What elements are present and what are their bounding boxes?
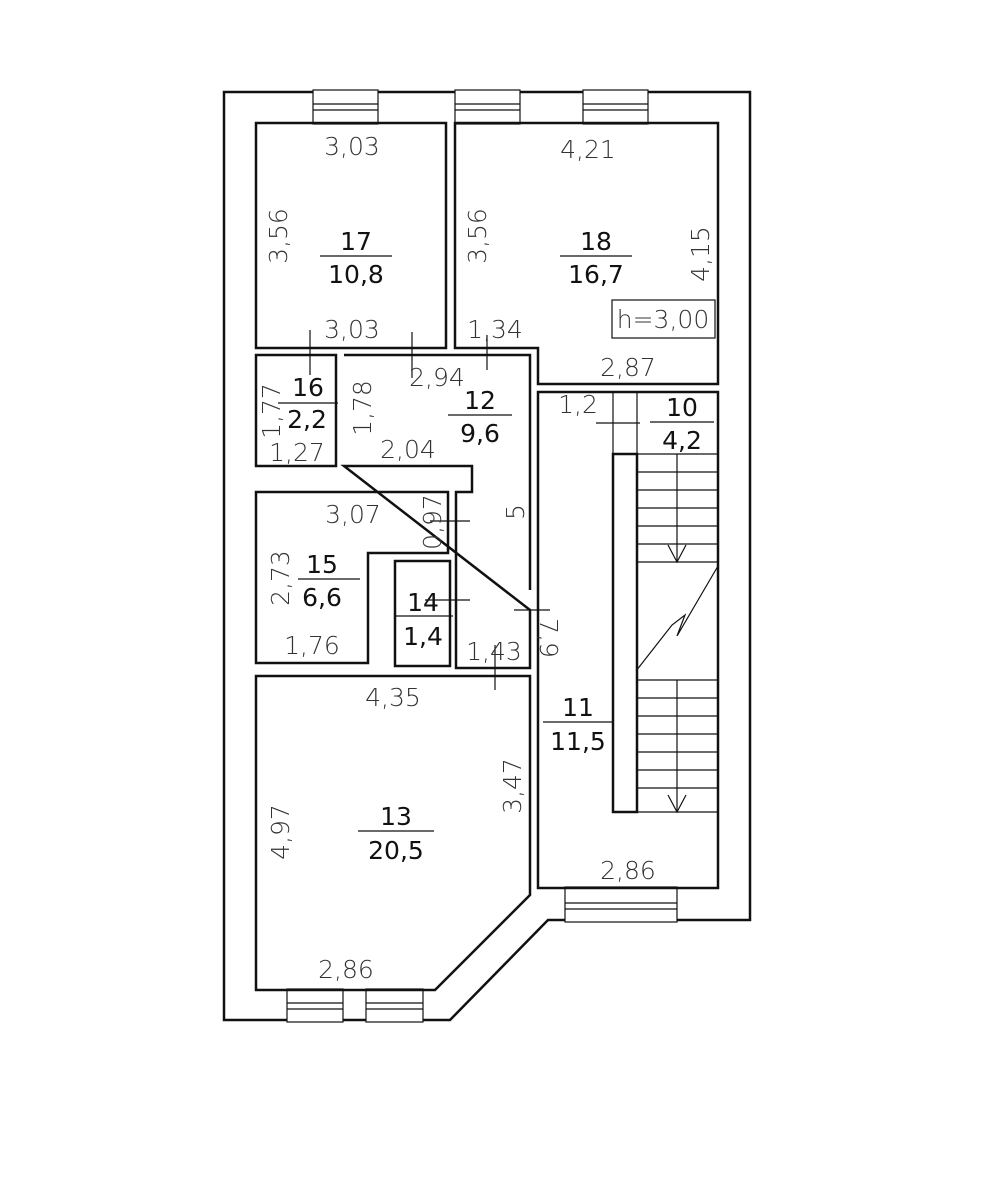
svg-text:0,97: 0,97 <box>418 494 447 550</box>
room-12-outline <box>340 353 532 670</box>
room-label-12: 129,6 <box>448 386 512 448</box>
svg-text:1,77: 1,77 <box>257 383 286 439</box>
door-marks <box>278 330 640 690</box>
svg-text:1,43: 1,43 <box>466 637 522 666</box>
dimension-labels: 3,03 3,56 3,03 4,21 3,56 4,15 1,34 2,87 … <box>257 132 715 984</box>
svg-text:3,56: 3,56 <box>264 208 293 264</box>
svg-text:7,9: 7,9 <box>534 618 563 658</box>
room-16-outline <box>254 353 338 468</box>
svg-text:18: 18 <box>580 227 612 256</box>
room-label-14: 141,4 <box>395 588 453 651</box>
svg-text:4,15: 4,15 <box>686 226 715 282</box>
room-label-18: 18 16,7 <box>560 227 632 289</box>
svg-text:2,94: 2,94 <box>409 363 465 392</box>
svg-text:17: 17 <box>340 227 372 256</box>
svg-text:1,2: 1,2 <box>558 390 598 419</box>
svg-text:16: 16 <box>292 373 324 402</box>
svg-text:3,03: 3,03 <box>324 132 380 161</box>
svg-text:14: 14 <box>407 588 439 617</box>
svg-text:2,04: 2,04 <box>380 435 436 464</box>
room-label-17: 17 10,8 <box>320 227 392 289</box>
svg-text:16,7: 16,7 <box>568 260 624 289</box>
svg-text:1,76: 1,76 <box>284 631 340 660</box>
svg-text:9,6: 9,6 <box>460 419 500 448</box>
ceiling-height: h=3,00 <box>617 305 709 334</box>
svg-text:13: 13 <box>380 802 412 831</box>
svg-text:3,03: 3,03 <box>324 315 380 344</box>
outer-wall <box>222 90 752 1022</box>
room-17-outline <box>254 121 448 350</box>
svg-text:2,86: 2,86 <box>600 856 656 885</box>
svg-text:6,6: 6,6 <box>302 583 342 612</box>
svg-text:4,97: 4,97 <box>266 804 295 860</box>
staircase <box>611 392 719 814</box>
svg-text:3,56: 3,56 <box>463 208 492 264</box>
room-label-16: 162,2 <box>287 373 327 434</box>
svg-text:4,2: 4,2 <box>662 426 702 455</box>
ceiling-height-box <box>611 299 716 339</box>
room-13-outline <box>254 674 532 992</box>
svg-text:1,27: 1,27 <box>269 438 325 467</box>
room-label-10: 104,2 <box>650 393 714 455</box>
room-15-outline <box>254 490 450 665</box>
svg-text:4,21: 4,21 <box>560 135 616 164</box>
svg-text:1,78: 1,78 <box>348 380 377 436</box>
room-label-13: 13 20,5 <box>358 802 434 865</box>
svg-text:2,2: 2,2 <box>287 405 327 434</box>
svg-text:15: 15 <box>306 550 338 579</box>
svg-text:2,87: 2,87 <box>600 353 656 382</box>
svg-text:10: 10 <box>666 393 698 422</box>
room-18-outline <box>453 121 720 386</box>
svg-text:2,73: 2,73 <box>266 550 295 606</box>
svg-text:3,07: 3,07 <box>325 500 381 529</box>
room-label-11: 11 11,5 <box>543 693 613 756</box>
svg-text:12: 12 <box>464 386 496 415</box>
room-14-outline <box>393 559 452 668</box>
svg-text:4,35: 4,35 <box>365 683 421 712</box>
svg-text:10,8: 10,8 <box>328 260 384 289</box>
windows <box>286 89 678 1023</box>
svg-text:20,5: 20,5 <box>368 836 424 865</box>
svg-text:1,34: 1,34 <box>467 315 523 344</box>
svg-text:3,47: 3,47 <box>498 758 527 814</box>
svg-text:2,86: 2,86 <box>318 955 374 984</box>
svg-text:11: 11 <box>562 693 594 722</box>
room-label-15: 156,6 <box>298 550 360 612</box>
svg-text:1,4: 1,4 <box>403 622 443 651</box>
svg-text:5: 5 <box>501 504 530 520</box>
room-11-outline <box>536 390 720 890</box>
svg-text:11,5: 11,5 <box>550 727 606 756</box>
